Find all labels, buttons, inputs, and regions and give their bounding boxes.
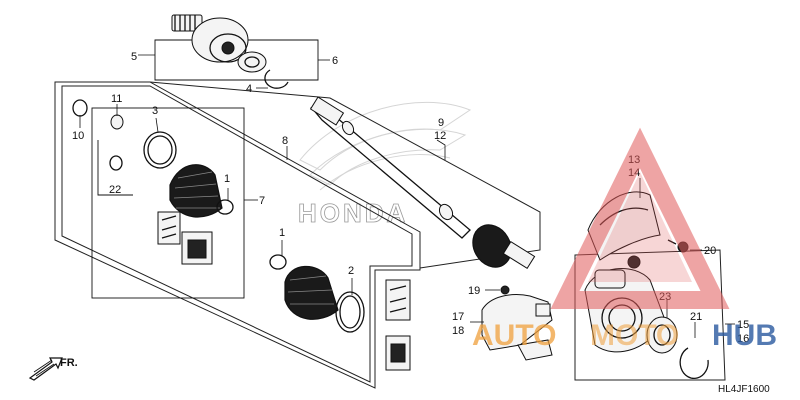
boot-outboard [284, 265, 339, 320]
circlip-21 [679, 347, 709, 379]
box-joint-5-6 [154, 39, 319, 81]
boot-band-1b [269, 254, 287, 270]
bearing-23 [646, 316, 678, 354]
inboard-cv-joint [171, 14, 249, 63]
callout-2: 2 [348, 265, 354, 277]
callout-11: 11 [111, 93, 122, 105]
watermark: AUTO МОТО HUB [472, 127, 777, 352]
frame-left-boot-kit-inner [61, 85, 413, 383]
callout-6: 6 [332, 55, 338, 67]
callout-7: 7 [259, 195, 265, 207]
honda-wordmark: HONDA [298, 198, 408, 228]
callout-21: 21 [690, 311, 702, 323]
circlip-4 [264, 69, 289, 89]
callout-12: 12 [434, 130, 446, 142]
leader-lines [79, 54, 735, 338]
direction-label: FR. [60, 357, 78, 369]
callout-15: 15 [737, 319, 749, 331]
box-boot-kit-7 [91, 107, 245, 299]
guard-17 [481, 294, 553, 361]
snap-ring-10 [72, 99, 88, 117]
frame-knuckle [574, 249, 726, 381]
watermark-auto: AUTO [472, 319, 556, 352]
boot-22 [109, 155, 123, 171]
boot-band-1a [216, 199, 234, 215]
callout-1b: 1 [279, 227, 285, 239]
callout-1a: 1 [224, 173, 230, 185]
grease-packs [157, 211, 213, 265]
callout-22: 22 [109, 184, 121, 196]
callout-19: 19 [468, 285, 480, 297]
callout-4: 4 [246, 83, 252, 95]
bolt-19 [500, 285, 510, 295]
boot-band-2 [335, 291, 365, 333]
boot-7-inboard [169, 164, 223, 218]
watermark-moto: МОТО [590, 319, 679, 352]
knuckle-15 [584, 255, 666, 353]
callout-8: 8 [282, 135, 288, 147]
callout-18: 18 [452, 325, 464, 337]
clip-11 [110, 114, 124, 130]
callout-17: 17 [452, 311, 464, 323]
grease-packs-2 [385, 279, 411, 371]
inner-bearing-6 [237, 51, 267, 73]
callout-3: 3 [152, 105, 158, 117]
callout-5: 5 [131, 51, 137, 63]
diagram-code: HL4JF1600 [718, 384, 770, 395]
watermark-hub: HUB [712, 319, 777, 352]
box-22 [97, 140, 133, 196]
boot-band-3 [143, 131, 177, 169]
callout-10: 10 [72, 130, 84, 142]
drive-shaft [309, 96, 536, 270]
front-direction-arrow [28, 357, 63, 381]
frame-left-boot-kit [54, 81, 421, 389]
callout-20: 20 [704, 245, 716, 257]
callout-9: 9 [438, 117, 444, 129]
callout-16: 16 [737, 333, 749, 345]
